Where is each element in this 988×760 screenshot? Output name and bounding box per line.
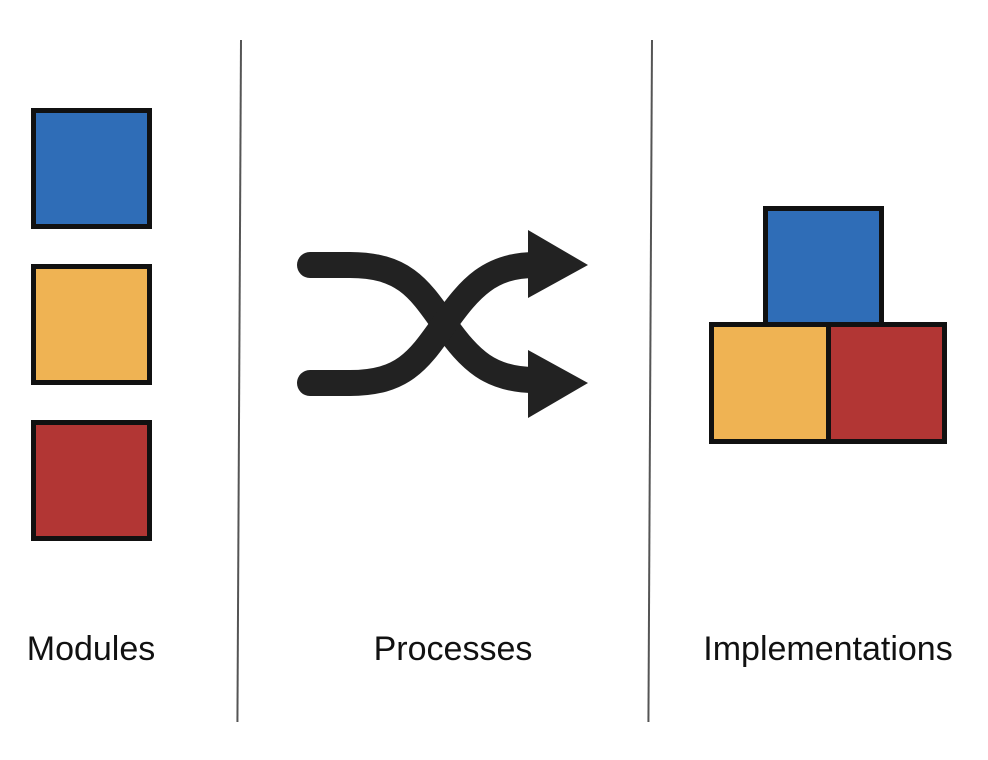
modules-label: Modules <box>26 630 156 668</box>
module-block-blue <box>31 108 152 229</box>
arrowhead-top <box>528 230 588 298</box>
module-block-yellow <box>31 264 152 385</box>
module-block-red <box>31 420 152 541</box>
processes-label: Processes <box>373 630 533 668</box>
shuffle-path-bottom <box>297 252 548 396</box>
implementation-block-blue <box>763 206 884 330</box>
arrowhead-bottom <box>528 350 588 418</box>
implementation-block-red <box>826 322 947 444</box>
implementation-block-yellow <box>709 322 833 444</box>
implementations-label: Implementations <box>703 630 953 668</box>
